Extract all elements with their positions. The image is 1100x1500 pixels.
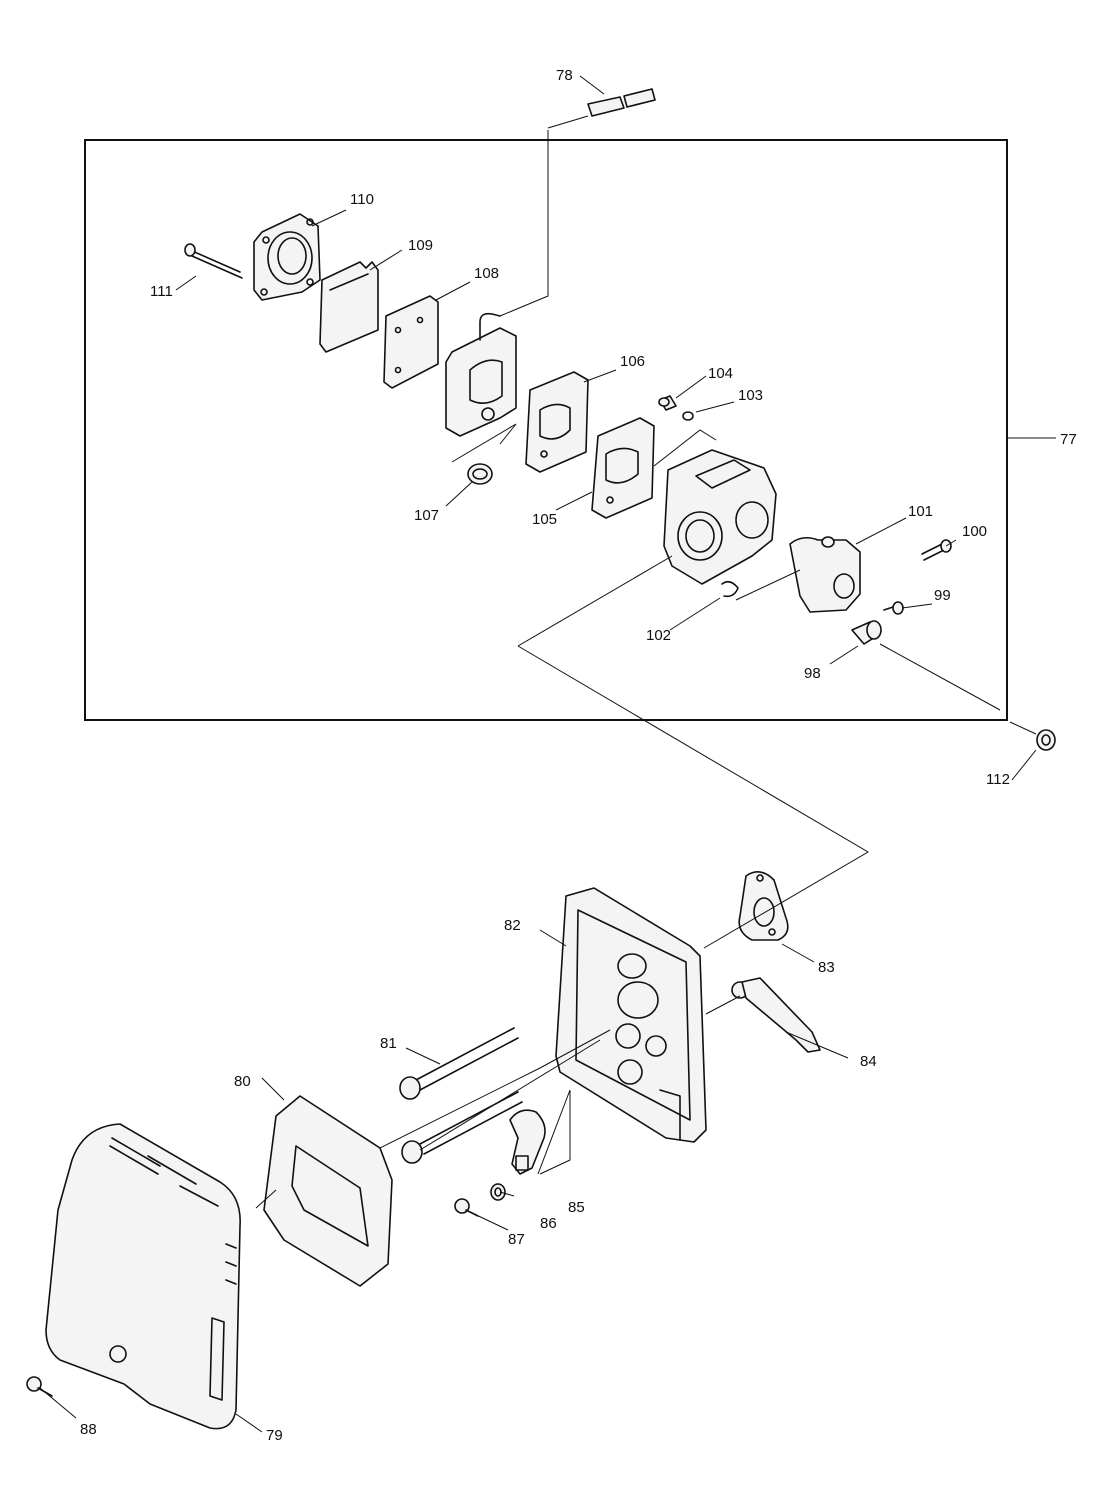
part-105-gasket — [591, 417, 655, 519]
part-80-filter-element — [263, 1095, 393, 1287]
part-99-screw — [883, 601, 904, 615]
part-103-o-ring — [682, 411, 694, 421]
part-78-pins — [587, 88, 656, 117]
part-84-lever — [731, 977, 821, 1053]
part-79-cover — [45, 1123, 241, 1430]
callout-81: 81 — [380, 1035, 397, 1052]
callout-107: 107 — [414, 507, 439, 524]
part-102-clip — [721, 580, 739, 598]
part-bolt-lower — [401, 1091, 523, 1164]
callout-83: 83 — [818, 959, 835, 976]
callout-109: 109 — [408, 237, 433, 254]
callout-103: 103 — [738, 387, 763, 404]
part-112-washer — [1036, 729, 1056, 751]
part-104-screw — [658, 395, 677, 411]
callout-79: 79 — [266, 1427, 283, 1444]
callout-82: 82 — [504, 917, 521, 934]
callout-87: 87 — [508, 1231, 525, 1248]
callout-77: 77 — [1060, 431, 1077, 448]
part-81-bolt — [399, 1027, 519, 1100]
part-106-gasket — [525, 371, 589, 473]
callout-110: 110 — [350, 191, 374, 208]
part-100-screw — [921, 539, 952, 561]
carburetor-assembly-frame — [84, 139, 1008, 721]
callout-111: 111 — [150, 283, 173, 300]
callout-105: 105 — [532, 511, 557, 528]
pump-cover-body — [445, 312, 517, 437]
carburetor-body — [663, 449, 777, 585]
callout-106: 106 — [620, 353, 645, 370]
part-87-screw — [454, 1198, 479, 1217]
callout-101: 101 — [908, 503, 933, 520]
callout-85: 85 — [568, 1199, 585, 1216]
part-101-throttle — [789, 536, 861, 613]
callout-80: 80 — [234, 1073, 251, 1090]
callout-108: 108 — [474, 265, 499, 282]
part-85-choke-lever — [509, 1109, 546, 1175]
callout-99: 99 — [934, 587, 951, 604]
leader-lines — [39, 75, 1056, 1433]
callout-78: 78 — [556, 67, 573, 84]
callout-88: 88 — [80, 1421, 97, 1438]
callout-100: 100 — [962, 523, 987, 540]
part-110-flange — [253, 213, 321, 301]
part-86-washer — [490, 1183, 506, 1201]
part-98-plug — [851, 620, 882, 645]
callout-98: 98 — [804, 665, 821, 682]
part-88-screw — [26, 1376, 53, 1397]
part-107-filter-screen — [467, 463, 493, 485]
part-108-gasket — [383, 295, 439, 389]
part-109-diaphragm — [319, 261, 379, 353]
callout-112: 112 — [986, 771, 1010, 788]
part-111-screw — [184, 243, 243, 279]
callout-104: 104 — [708, 365, 733, 382]
part-83-gasket — [738, 871, 789, 941]
callout-102: 102 — [646, 627, 671, 644]
part-82-base-plate — [555, 887, 707, 1143]
callout-labels: 78 77 110 111 109 108 106 104 103 107 10… — [80, 67, 1077, 1444]
callout-84: 84 — [860, 1053, 877, 1070]
callout-86: 86 — [540, 1215, 557, 1232]
